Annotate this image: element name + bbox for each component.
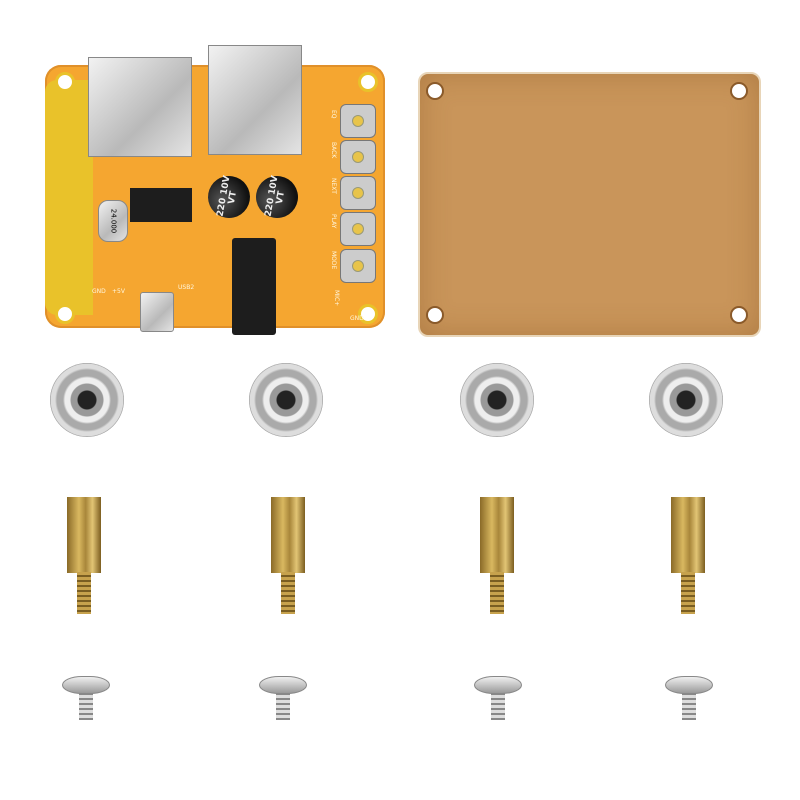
- label-5v: +5V: [112, 288, 125, 295]
- standoff-thread: [681, 572, 695, 614]
- usb-a-port: [208, 45, 302, 155]
- screw-thread: [491, 690, 505, 720]
- audio-jack: [232, 238, 276, 335]
- acrylic-plate: [418, 72, 761, 337]
- label-eq: EQ: [330, 110, 337, 119]
- label-gnd: GND: [92, 288, 106, 295]
- label-next: NEXT: [330, 178, 337, 194]
- brass-standoff: [271, 497, 305, 573]
- label-mode: MODE: [330, 251, 337, 270]
- brass-standoff: [480, 497, 514, 573]
- brass-standoff: [67, 497, 101, 573]
- button-back: [340, 140, 376, 174]
- sd-card-slot: [88, 57, 192, 157]
- screw: [259, 676, 307, 694]
- standoff-thread: [490, 572, 504, 614]
- standoff-thread: [281, 572, 295, 614]
- button-mode: [340, 249, 376, 283]
- standoff-thread: [77, 572, 91, 614]
- label-gnd-right: GND: [350, 315, 364, 322]
- screw: [474, 676, 522, 694]
- screw: [62, 676, 110, 694]
- screw-thread: [682, 690, 696, 720]
- rivet-nut: [649, 363, 723, 437]
- screw-thread: [79, 690, 93, 720]
- plate-hole: [426, 82, 444, 100]
- plate-hole: [426, 306, 444, 324]
- button-play: [340, 212, 376, 246]
- brass-standoff: [671, 497, 705, 573]
- label-usb: USB2: [178, 284, 195, 291]
- rivet-nut: [460, 363, 534, 437]
- mount-hole: [358, 304, 378, 324]
- plate-hole: [730, 82, 748, 100]
- crystal: 24.000: [98, 200, 128, 242]
- mount-hole: [358, 72, 378, 92]
- crystal-label: 24.000: [109, 208, 117, 234]
- rivet-nut: [249, 363, 323, 437]
- rivet-nut: [50, 363, 124, 437]
- ic-chip: [130, 188, 192, 222]
- plate-hole: [730, 306, 748, 324]
- label-play: PLAY: [330, 214, 337, 229]
- mount-hole: [55, 72, 75, 92]
- label-mic: MIC+: [333, 290, 340, 307]
- label-back: BACK: [330, 142, 337, 159]
- micro-usb-port: [140, 292, 174, 332]
- screw-thread: [276, 690, 290, 720]
- mount-hole: [55, 304, 75, 324]
- button-next: [340, 176, 376, 210]
- screw: [665, 676, 713, 694]
- button-eq: [340, 104, 376, 138]
- pcb-antenna: [45, 80, 93, 315]
